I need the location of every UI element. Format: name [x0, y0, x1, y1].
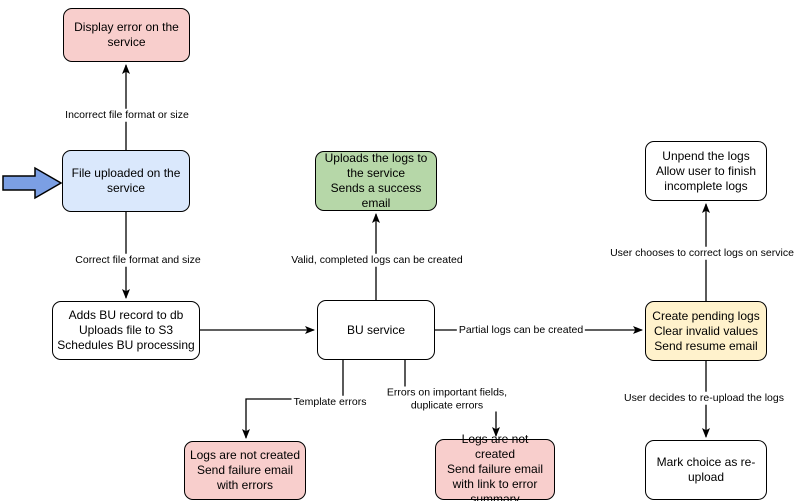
node-file-uploaded: File uploaded on the service — [62, 150, 190, 212]
edge-label-correct-on-service: User chooses to correct logs on service — [608, 246, 796, 260]
node-adds-bu-record: Adds BU record to db Uploads file to S3 … — [52, 301, 200, 360]
edge-label-template-errors: Template errors — [291, 395, 369, 409]
edge-label-valid-logs: Valid, completed logs can be created — [289, 253, 465, 267]
node-uploads-logs: Uploads the logs to the service Sends a … — [315, 151, 437, 211]
node-logs-not-created-errors: Logs are not created Send failure email … — [184, 441, 306, 500]
entry-arrow-icon — [2, 166, 63, 200]
edge-label-reupload: User decides to re-upload the logs — [622, 391, 786, 405]
node-create-pending-logs: Create pending logs Clear invalid values… — [645, 301, 767, 361]
node-display-error: Display error on the service — [63, 8, 190, 62]
edge-label-incorrect-format: Incorrect file format or size — [63, 108, 191, 122]
edge-label-partial-logs: Partial logs can be created — [456, 323, 586, 337]
node-logs-not-created-summary: Logs are not created Send failure email … — [435, 432, 555, 501]
node-bu-service: BU service — [317, 300, 435, 360]
node-unpend-logs: Unpend the logs Allow user to finish inc… — [645, 141, 767, 201]
edge-label-correct-format: Correct file format and size — [73, 253, 203, 267]
edge-label-important-field-errors: Errors on important fields, duplicate er… — [370, 386, 524, 412]
node-mark-reupload: Mark choice as re-upload — [645, 440, 767, 500]
